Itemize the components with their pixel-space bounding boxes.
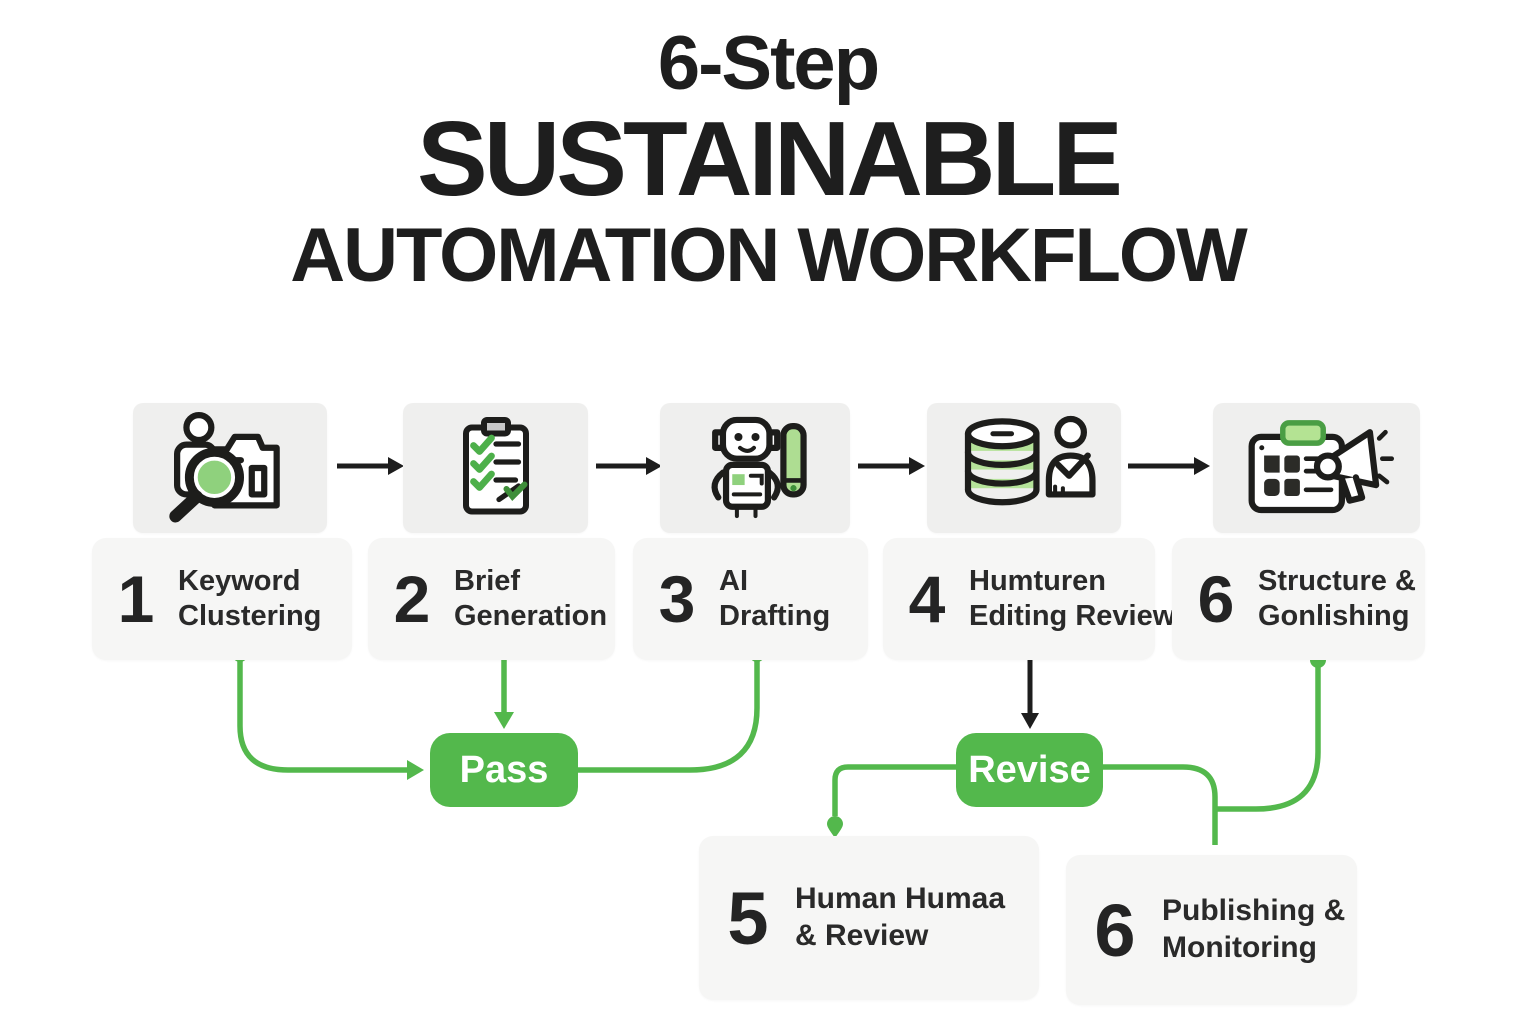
step-label-6-publishing-monitoring: 6 Publishing &Monitoring <box>1066 855 1357 1005</box>
line-revise-to-step5 <box>832 764 956 816</box>
green-drop-endpoints <box>232 640 1326 838</box>
pass-badge-label: Pass <box>459 748 549 791</box>
step-label-text: Publishing &Monitoring <box>1162 894 1346 964</box>
database-reviewer-icon <box>964 415 1096 506</box>
icon-box-brief-generation <box>403 403 588 533</box>
line-pass-to-step3 <box>578 652 760 773</box>
icon-box-structure-publishing <box>1213 403 1420 533</box>
green-flow-lines <box>237 652 1321 845</box>
keyword-search-icon <box>169 412 280 523</box>
step-number: 2 <box>393 562 431 636</box>
title-line-2: SUSTAINABLE <box>417 100 1123 218</box>
line-revise-to-publishing <box>1103 764 1218 845</box>
revise-badge: Revise <box>956 733 1103 807</box>
board-megaphone-icon <box>1248 420 1394 514</box>
line-step1-to-pass <box>237 652 408 773</box>
step-number: 1 <box>117 562 155 636</box>
step-label-text: Structure &Gonlishing <box>1258 564 1416 632</box>
step-number: 4 <box>908 562 946 636</box>
step-number: 6 <box>1197 562 1235 636</box>
title-line-1: 6-Step <box>657 21 880 106</box>
icon-box-ai-drafting <box>660 403 850 533</box>
step-number: 5 <box>727 876 768 960</box>
line-junction-to-structure <box>1215 656 1321 812</box>
robot-pen-icon <box>711 416 807 519</box>
step-number: 6 <box>1094 888 1135 972</box>
step-label-5-human-review: 5 Human Humaa& Review <box>699 836 1039 1000</box>
revise-badge-label: Revise <box>968 748 1091 791</box>
pass-badge: Pass <box>430 733 578 807</box>
page-title: 6-Step SUSTAINABLE AUTOMATION WORKFLOW <box>0 26 1536 296</box>
step-label-structure: 6 Structure &Gonlishing <box>1172 538 1425 660</box>
icon-box-keyword-clustering <box>133 403 327 533</box>
step-number: 3 <box>658 562 696 636</box>
checklist-clipboard-icon <box>462 417 529 515</box>
step-label-text: Human Humaa& Review <box>795 882 1006 952</box>
icon-box-editing-review <box>927 403 1121 533</box>
title-line-3: AUTOMATION WORKFLOW <box>290 213 1247 299</box>
